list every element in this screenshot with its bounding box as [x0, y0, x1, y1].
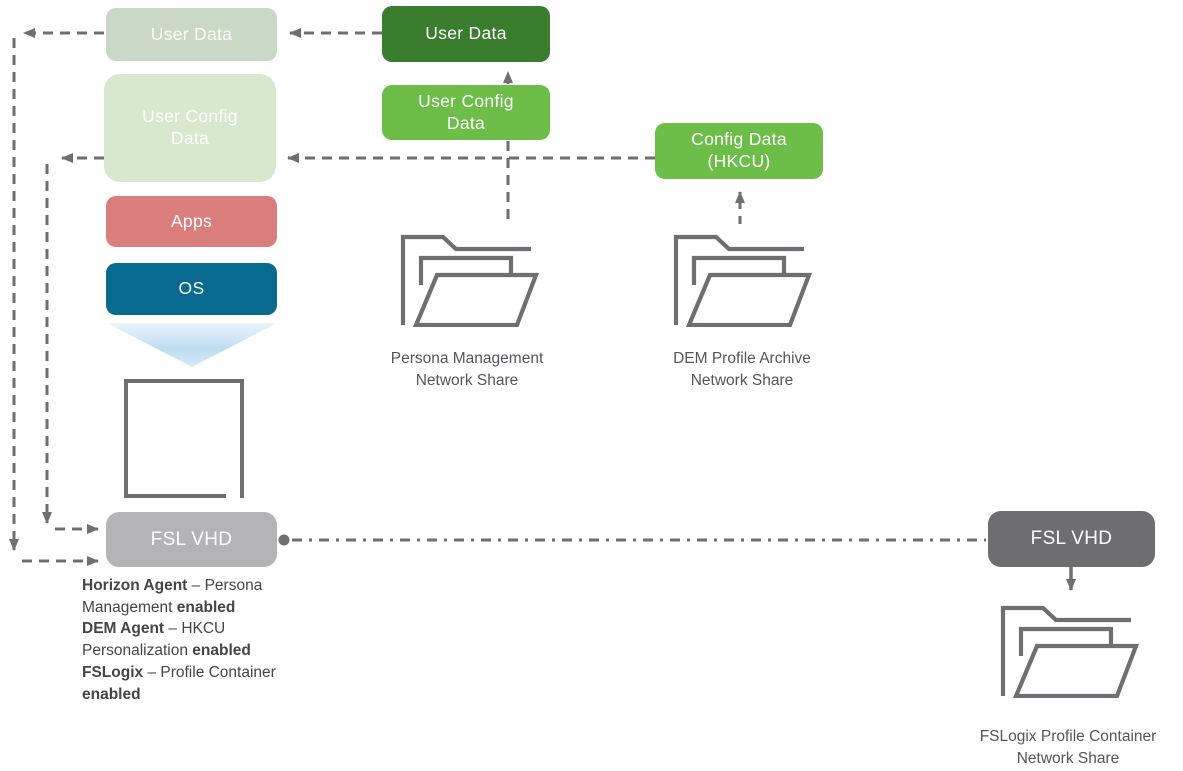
- node-label: User Data: [425, 23, 507, 44]
- node-apps: Apps: [106, 196, 277, 247]
- node-config-data-hkcu: Config Data (HKCU): [655, 123, 823, 179]
- caption-persona-share: Persona Management Network Share: [347, 348, 587, 392]
- node-user-config-data: User Config Data: [382, 85, 550, 140]
- node-label: User Data: [150, 23, 233, 44]
- folder-icon-fslogix: [1000, 605, 1140, 698]
- node-label: User Config Data: [142, 106, 238, 148]
- caption-fslogix-share: FSLogix Profile Container Network Share: [948, 726, 1183, 770]
- node-label: FSL VHD: [1030, 528, 1113, 550]
- caption-line: DEM Profile Archive: [673, 350, 811, 367]
- node-label: FSL VHD: [150, 528, 233, 550]
- node-user-data-faded: User Data: [106, 8, 277, 61]
- caption-line: Persona Management: [390, 350, 544, 367]
- caption-dem-share: DEM Profile Archive Network Share: [622, 348, 862, 392]
- vm-square-icon: [124, 379, 244, 498]
- caption-line: Network Share: [415, 372, 519, 389]
- caption-line: FSLogix Profile Container: [979, 728, 1157, 745]
- node-label: Config Data (HKCU): [691, 129, 787, 171]
- folder-icon-dem: [673, 234, 813, 327]
- node-label: User Config Data: [418, 90, 514, 133]
- node-label: Apps: [170, 210, 213, 231]
- node-fsl-vhd-left: FSL VHD: [106, 512, 277, 567]
- node-os: OS: [106, 263, 277, 315]
- caption-line: Network Share: [690, 372, 794, 389]
- folder-icon-persona: [400, 234, 540, 327]
- caption-line: Network Share: [1016, 750, 1120, 767]
- node-fsl-vhd-right: FSL VHD: [988, 511, 1155, 567]
- node-user-data: User Data: [382, 6, 550, 62]
- node-user-config-data-faded: User Config Data: [104, 74, 276, 182]
- node-label: OS: [178, 278, 205, 299]
